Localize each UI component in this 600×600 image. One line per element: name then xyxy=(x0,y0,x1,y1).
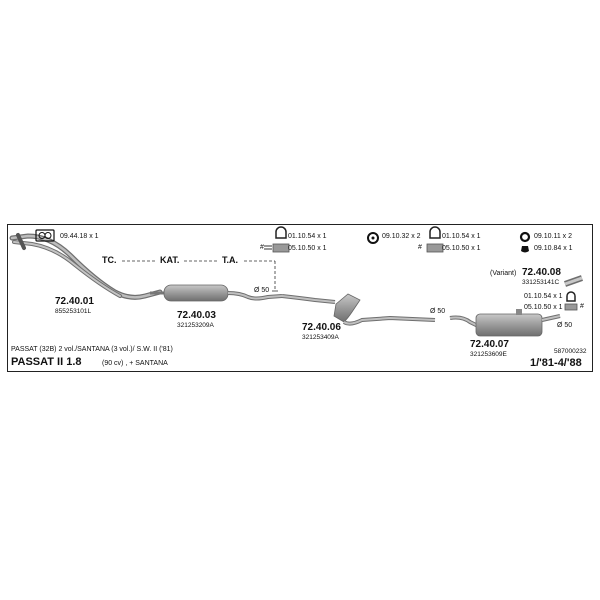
diameter-label-3: Ø 50 xyxy=(557,322,573,329)
bolt-quantity: 05.10.50 x 1 xyxy=(288,245,327,252)
clamp-icon-2 xyxy=(426,226,444,253)
variant-bolt-quantity: 05.10.50 x 1 xyxy=(524,304,563,311)
part-number-72-40-08: 72.40.08 xyxy=(522,267,561,278)
middle-silencer-72-40-06 xyxy=(281,293,436,326)
part-number-72-40-01: 72.40.01 xyxy=(55,296,94,307)
catalyst-72-40-03 xyxy=(150,284,283,302)
section-dashes xyxy=(122,260,276,291)
oem-code-72-40-07: 321253609E xyxy=(470,351,507,358)
part-number-72-40-03: 72.40.03 xyxy=(177,310,216,321)
tail-pipe-72-40-08 xyxy=(564,275,583,287)
part-number-72-40-06: 72.40.06 xyxy=(302,322,341,333)
bolt2-quantity: 05.10.50 x 1 xyxy=(442,245,481,252)
gasket-icon xyxy=(35,229,55,242)
gasket-quantity: 09.44.18 x 1 xyxy=(60,233,99,240)
hanger-icon xyxy=(521,246,529,253)
bolt-hash: # xyxy=(260,244,264,251)
clamp2-quantity: 01.10.54 x 1 xyxy=(442,233,481,240)
reference-code: 587000232 xyxy=(554,348,587,355)
bolt2-hash: # xyxy=(418,244,422,251)
ring-quantity: 09.10.11 x 2 xyxy=(534,233,573,240)
diameter-label-2: Ø 50 xyxy=(430,308,446,315)
rear-silencer-72-40-07 xyxy=(449,309,561,337)
variant-label: (Variant) xyxy=(490,270,517,277)
oem-code-72-40-01: 855253101L xyxy=(55,308,92,315)
oem-code-72-40-03: 321253209A xyxy=(177,322,214,329)
clamp-quantity: 01.10.54 x 1 xyxy=(288,233,327,240)
production-dates: 1/'81-4/'88 xyxy=(530,357,582,369)
part-number-72-40-07: 72.40.07 xyxy=(470,339,509,350)
ring-icon xyxy=(519,231,531,243)
oem-code-72-40-08: 331253141C xyxy=(522,279,560,286)
model-title: PASSAT II 1.8 xyxy=(11,356,82,368)
variant-clamp-quantity: 01.10.54 x 1 xyxy=(524,293,563,300)
rubber-mount-icon xyxy=(367,232,379,244)
front-pipe-72-40-01 xyxy=(9,233,163,300)
engine-text: (90 cv) , + SANTANA xyxy=(102,360,168,367)
diameter-label-1: Ø 50 xyxy=(254,287,270,294)
clamp-icon xyxy=(264,226,290,253)
hanger-quantity: 09.10.84 x 1 xyxy=(534,245,573,252)
variant-clamp-icon xyxy=(564,291,578,311)
oem-code-72-40-06: 321253409A xyxy=(302,334,339,341)
ta-label: T.A. xyxy=(222,255,239,265)
variant-bolt-hash: # xyxy=(580,303,584,310)
mount-quantity: 09.10.32 x 2 xyxy=(382,233,421,240)
tc-label: TC. xyxy=(102,255,117,265)
applications-text: PASSAT (32B) 2 vol./SANTANA (3 vol.)/ S.… xyxy=(11,346,173,353)
kat-label: KAT. xyxy=(160,255,180,265)
